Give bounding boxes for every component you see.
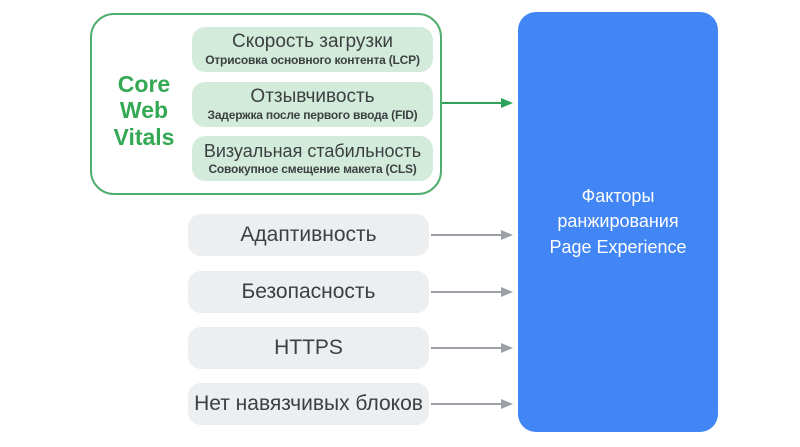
core-web-vitals-label: Core Web Vitals — [113, 71, 175, 150]
factor-arrow-icon — [431, 229, 513, 241]
cwv-item-title: Отзывчивость — [250, 86, 375, 107]
arrow-shaft — [431, 347, 501, 349]
factor-label: Безопасность — [241, 280, 376, 303]
factor-label: Нет навязчивых блоков — [194, 392, 423, 415]
cwv-item-title: Скорость загрузки — [231, 31, 394, 52]
factor-pill-no-intrusive-interstitials: Нет навязчивых блоков — [188, 383, 429, 425]
page-experience-target-label: Факторы ранжирования Page Experience — [549, 186, 687, 257]
cwv-item-subtitle: Совокупное смещение макета (CLS) — [208, 162, 417, 176]
arrow-head — [501, 98, 513, 108]
cwv-item-title: Визуальная стабильность — [203, 141, 422, 161]
arrow-shaft — [431, 291, 501, 293]
cwv-item-loading-speed: Скорость загрузки Отрисовка основного ко… — [192, 27, 433, 72]
arrow-head — [501, 399, 513, 409]
arrow-shaft — [431, 403, 501, 405]
cwv-item-responsiveness: Отзывчивость Задержка после первого ввод… — [192, 82, 433, 127]
arrow-head — [501, 343, 513, 353]
cwv-item-subtitle: Задержка после первого ввода (FID) — [207, 108, 418, 122]
cwv-item-subtitle: Отрисовка основного контента (LCP) — [205, 53, 420, 67]
arrow-shaft — [431, 234, 501, 236]
factor-label: HTTPS — [274, 336, 343, 359]
factor-pill-security: Безопасность — [188, 271, 429, 313]
factor-arrow-icon — [431, 286, 513, 298]
factor-pill-adaptivity: Адаптивность — [188, 214, 429, 256]
arrow-head — [501, 230, 513, 240]
core-web-vitals-group: Core Web Vitals Скорость загрузки Отрисо… — [90, 13, 442, 195]
cwv-item-visual-stability: Визуальная стабильность Совокупное смеще… — [192, 136, 433, 181]
arrow-head — [501, 287, 513, 297]
factor-label: Адаптивность — [240, 223, 377, 246]
page-experience-target-box: Факторы ранжирования Page Experience — [518, 12, 718, 432]
factor-arrow-icon — [431, 398, 513, 410]
cwv-arrow-icon — [442, 97, 513, 109]
factor-arrow-icon — [431, 342, 513, 354]
factor-pill-https: HTTPS — [188, 327, 429, 369]
arrow-shaft — [442, 102, 501, 104]
